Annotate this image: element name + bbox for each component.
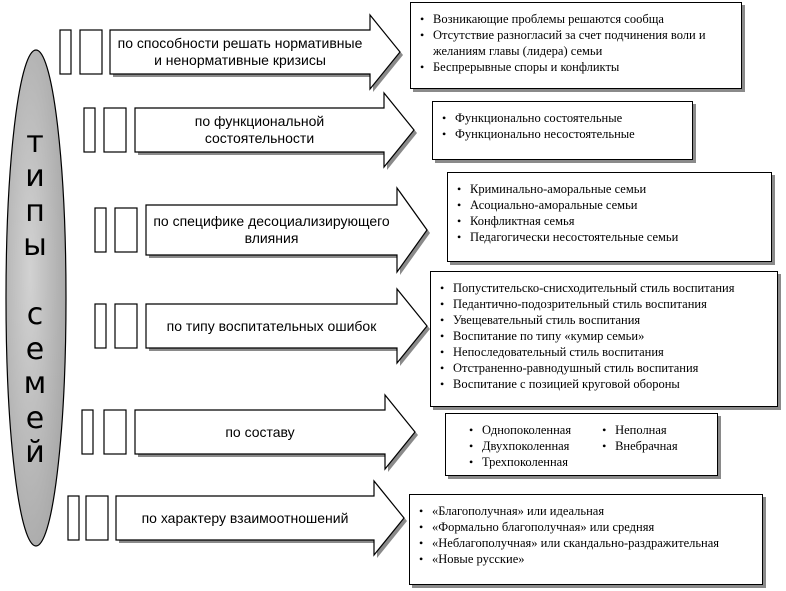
types-ellipse bbox=[5, 49, 67, 547]
category-2-arrow bbox=[134, 91, 415, 169]
category-5-items-box: ОднопоколеннаяДвухпоколеннаяТрехпоколенн… bbox=[445, 413, 718, 476]
list-item: Функционально несостоятельные bbox=[441, 126, 684, 142]
list-item: Функционально состоятельные bbox=[441, 110, 684, 126]
list-item: Двухпоколенная bbox=[468, 438, 571, 454]
list-item: Воспитание по типу «кумир семьи» bbox=[439, 328, 769, 344]
list-item: Внебрачная bbox=[601, 438, 678, 454]
category-3-arrow bbox=[145, 186, 428, 274]
list-item: «Неблагополучная» или скандально-раздраж… bbox=[418, 535, 754, 551]
category-1-list: Возникающие проблемы решаются сообщаОтсу… bbox=[419, 11, 733, 75]
category-5-list-col-1: ОднопоколеннаяДвухпоколеннаяТрехпоколенн… bbox=[468, 422, 571, 470]
category-4-list: Попустительско-снисходительный стиль вос… bbox=[439, 280, 769, 392]
list-item: Беспрерывные споры и конфликты bbox=[419, 59, 733, 75]
category-2-label: по функциональной состоятельности bbox=[194, 113, 325, 146]
list-item: Отстраненно-равнодушный стиль воспитания bbox=[439, 360, 769, 376]
category-4-marker-2 bbox=[114, 303, 138, 349]
category-4-marker-1 bbox=[94, 303, 107, 349]
list-item: Педантично-подозрительный стиль воспитан… bbox=[439, 296, 769, 312]
category-6-list: «Благополучная» или идеальная«Формально … bbox=[418, 503, 754, 567]
category-3-list: Криминально-аморальные семьиАсоциально-а… bbox=[456, 181, 763, 245]
category-3-label: по специфике десоциализирующего влияния bbox=[153, 213, 390, 246]
category-6-arrow bbox=[115, 479, 405, 557]
category-3-marker-1 bbox=[94, 207, 107, 253]
category-2-items-box: Функционально состоятельныеФункционально… bbox=[432, 101, 693, 160]
list-item: Непоследовательный стиль воспитания bbox=[439, 344, 769, 360]
category-1-items-box: Возникающие проблемы решаются сообщаОтсу… bbox=[410, 2, 742, 89]
category-5-marker-2 bbox=[103, 409, 127, 455]
category-4-label: по типу воспитательных ошибок bbox=[166, 317, 377, 334]
category-6-marker-2 bbox=[85, 495, 109, 541]
category-4-items-box: Попустительско-снисходительный стиль вос… bbox=[430, 271, 778, 407]
list-item: «Формально благополучная» или средняя bbox=[418, 519, 754, 535]
category-1-label: по способности решать нормативные и нено… bbox=[117, 35, 363, 68]
category-3-items-box: Криминально-аморальные семьиАсоциально-а… bbox=[447, 172, 772, 262]
types-of-families-title: т и п ы с е м е й bbox=[23, 124, 49, 470]
list-item: Попустительско-снисходительный стиль вос… bbox=[439, 280, 769, 296]
list-item: Однопоколенная bbox=[468, 422, 571, 438]
category-1-marker-2 bbox=[79, 29, 103, 75]
category-2-marker-2 bbox=[103, 107, 127, 153]
list-item: Криминально-аморальные семьи bbox=[456, 181, 763, 197]
category-2-list: Функционально состоятельныеФункционально… bbox=[441, 110, 684, 142]
category-1-arrow bbox=[109, 13, 401, 91]
list-item: Воспитание с позицией круговой обороны bbox=[439, 376, 769, 392]
category-6-label: по характеру взаимоотношений bbox=[141, 509, 349, 526]
category-4-arrow bbox=[145, 287, 428, 365]
list-item: Увещевательный стиль воспитания bbox=[439, 312, 769, 328]
category-5-label: по составу bbox=[225, 423, 295, 440]
category-1-marker-1 bbox=[59, 29, 72, 75]
list-item: «Благополучная» или идеальная bbox=[418, 503, 754, 519]
list-item: Педагогически несостоятельные семьи bbox=[456, 229, 763, 245]
category-6-items-box: «Благополучная» или идеальная«Формально … bbox=[409, 494, 763, 585]
list-item: Трехпоколенная bbox=[468, 454, 571, 470]
list-item: Конфликтная семья bbox=[456, 213, 763, 229]
category-3-marker-2 bbox=[114, 207, 138, 253]
list-item: «Новые русские» bbox=[418, 551, 754, 567]
list-item: Отсутствие разногласий за счет подчинени… bbox=[419, 27, 733, 59]
category-2-marker-1 bbox=[83, 107, 96, 153]
category-5-arrow bbox=[134, 393, 416, 471]
category-6-marker-1 bbox=[67, 495, 80, 541]
list-item: Асоциально-аморальные семьи bbox=[456, 197, 763, 213]
category-5-list-col-2: НеполнаяВнебрачная bbox=[601, 422, 678, 454]
list-item: Неполная bbox=[601, 422, 678, 438]
category-5-marker-1 bbox=[81, 409, 94, 455]
list-item: Возникающие проблемы решаются сообща bbox=[419, 11, 733, 27]
